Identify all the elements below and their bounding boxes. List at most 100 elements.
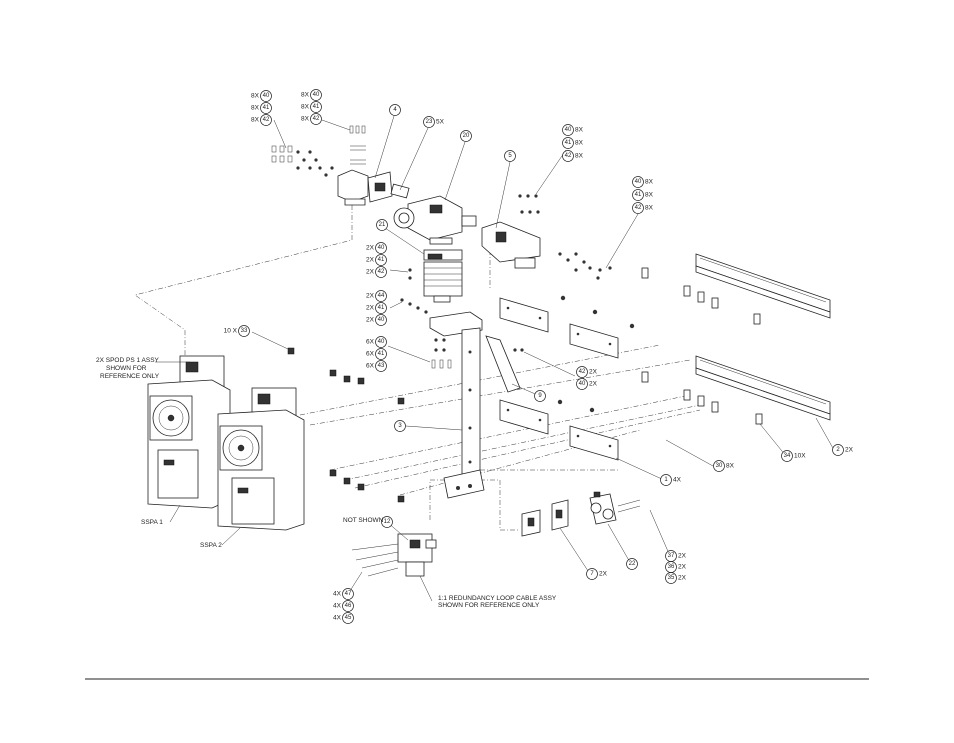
callout-quantity: 8X	[301, 104, 310, 111]
callout-number: 40	[635, 179, 642, 185]
waveguide-section-right	[481, 194, 612, 280]
callout-bubble	[562, 124, 574, 136]
callout-quantity: 10 X	[224, 328, 238, 335]
callout-number: 4	[393, 107, 397, 113]
callout-number: 40	[565, 127, 572, 133]
callout-7: 7 2X	[586, 568, 608, 580]
spod-note: 2X SPOD PS 1 ASSY SHOWN FOR REFERENCE ON…	[96, 357, 160, 380]
callout-number: 2	[836, 447, 840, 453]
callout-number: 40	[378, 317, 385, 323]
spod-note-line1: 2X SPOD PS 1 ASSY	[96, 357, 160, 364]
callout-quantity: 8X	[575, 140, 584, 147]
callout-bubble	[342, 600, 354, 612]
callout-5: 5	[504, 150, 516, 162]
callout-bubble	[832, 444, 844, 456]
callout-bubble	[562, 150, 574, 162]
callout-quantity: 8X	[645, 179, 654, 186]
callout-quantity: 8X	[575, 127, 584, 134]
callout-bubble	[576, 378, 588, 390]
callout-bubble	[713, 460, 725, 472]
callout-20: 20	[460, 130, 472, 142]
callout-bubble	[460, 130, 472, 142]
callout-bubble	[260, 102, 272, 114]
callout-bubble	[626, 558, 638, 570]
callout-quantity: 2X	[366, 245, 375, 252]
not-shown-label: NOT SHOWN	[343, 517, 384, 524]
leader-lines	[155, 115, 835, 602]
callout-number: 41	[378, 305, 385, 311]
callout-number: 34	[784, 453, 791, 459]
callout-bubble	[632, 202, 644, 214]
callout-bubble	[632, 176, 644, 188]
callout-bubble	[375, 360, 387, 372]
callout-quantity: 8X	[645, 192, 654, 199]
callout-number: 7	[590, 571, 594, 577]
callout-number: 41	[635, 192, 642, 198]
bolts	[287, 347, 405, 503]
coax-adapter	[589, 491, 641, 525]
callout-number: 40	[263, 93, 270, 99]
callout-number: 42	[579, 369, 586, 375]
callout-number: 36	[668, 564, 675, 570]
callout-number: 23	[426, 119, 433, 125]
callout-quantity: 6X	[366, 351, 375, 358]
waveguide-switch	[393, 195, 477, 245]
callout-bubble	[394, 420, 406, 432]
callout-quantity: 4X	[673, 477, 682, 484]
callout-number: 47	[345, 591, 352, 597]
callout-bubble	[375, 348, 387, 360]
callout-quantity: 2X	[678, 575, 687, 582]
callout-bubble	[310, 101, 322, 113]
callout-number: 40	[378, 245, 385, 251]
callout-bubble	[562, 137, 574, 149]
callout-quantity: 2X	[599, 571, 608, 578]
callout-number: 5	[508, 153, 512, 159]
callout-bubble	[376, 219, 388, 231]
callout-quantity: 5X	[436, 119, 445, 126]
callout-number: 21	[379, 222, 386, 228]
callout-bubble	[660, 474, 672, 486]
callout-quantity: 2X	[366, 269, 375, 276]
callout-quantity: 8X	[575, 153, 584, 160]
callout-number: 42	[635, 205, 642, 211]
callout-quantity: 2X	[366, 293, 375, 300]
callout-number: 41	[378, 257, 385, 263]
callout-bubble	[238, 325, 250, 337]
callout-quantity: 2X	[678, 553, 687, 560]
callout-number: 22	[629, 561, 636, 567]
loop-note-line2: SHOWN FOR REFERENCE ONLY	[438, 602, 540, 609]
callout-bubble	[310, 89, 322, 101]
callout-bubble	[781, 450, 793, 462]
callout-bubble	[632, 189, 644, 201]
callout-quantity: 8X	[251, 105, 260, 112]
sspa-2-unit	[217, 387, 305, 531]
callout-quantity: 2X	[366, 305, 375, 312]
callout-bubble	[375, 266, 387, 278]
callout-quantity: 2X	[845, 447, 854, 454]
callout-bubble	[260, 114, 272, 126]
callout-number: 40	[313, 92, 320, 98]
callout-bubble	[375, 254, 387, 266]
callout-number: 45	[345, 615, 352, 621]
callout-bubble	[310, 113, 322, 125]
callout-quantity: 4X	[333, 603, 342, 610]
callout-bubble	[423, 116, 435, 128]
callout-number: 42	[378, 269, 385, 275]
callout-bubble	[375, 242, 387, 254]
